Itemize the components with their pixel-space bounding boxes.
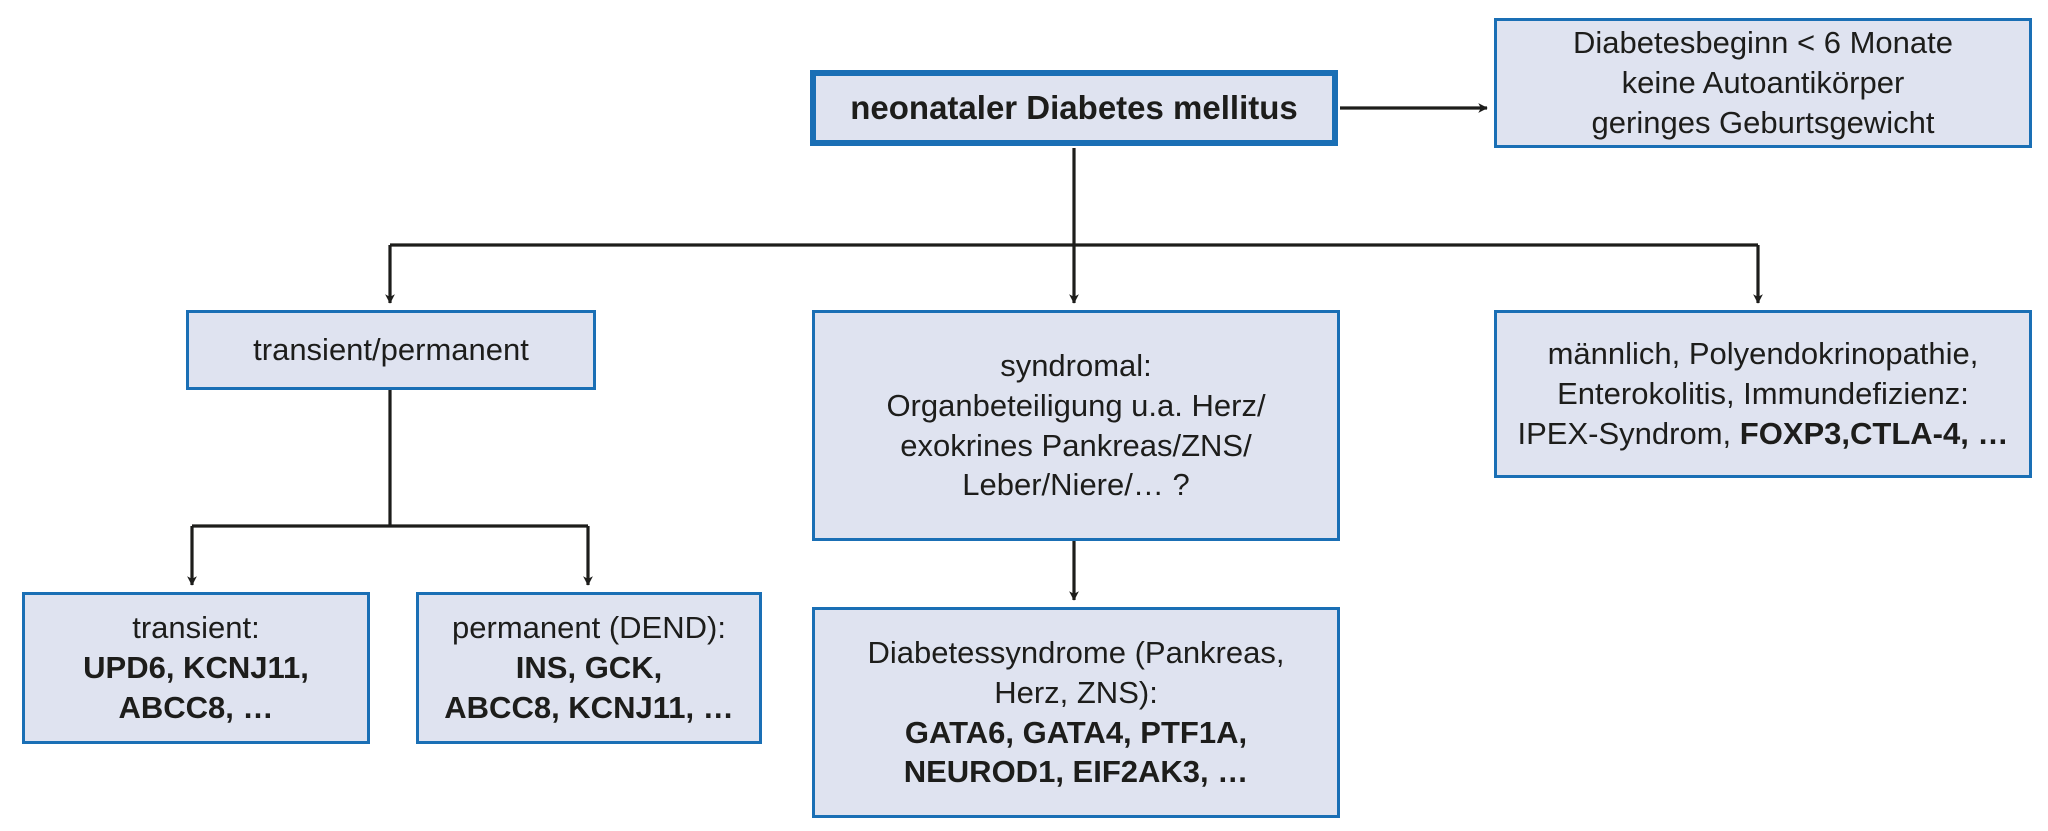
node-line: ABCC8, … [118, 689, 274, 725]
node-neonataler-diabetes-mellitus[interactable]: neonataler Diabetes mellitus [810, 70, 1338, 146]
node-line: transient: [132, 610, 260, 646]
node-line: Organbeteiligung u.a. Herz/ [886, 387, 1266, 423]
node-line: Enterokolitis, Immundefizienz: [1557, 376, 1969, 412]
node-ipex-syndrom[interactable]: männlich, Polyendokrinopathie, Enterokol… [1494, 310, 2032, 478]
node-diagnosekriterien[interactable]: Diabetesbeginn < 6 Monate keine Autoanti… [1494, 18, 2032, 148]
node-line-genes: FOXP3,CTLA-4, … [1739, 415, 2009, 451]
node-line: NEUROD1, EIF2AK3, … [903, 754, 1249, 790]
node-line: Herz, ZNS): [994, 674, 1158, 710]
node-transient-permanent[interactable]: transient/permanent [186, 310, 596, 390]
node-text-block: Diabetesbeginn < 6 Monate keine Autoanti… [1497, 23, 2029, 142]
node-line: exokrines Pankreas/ZNS/ [900, 427, 1252, 463]
node-line: ABCC8, KCNJ11, … [444, 689, 734, 725]
node-text-block: männlich, Polyendokrinopathie, Enterokol… [1497, 334, 2029, 453]
node-syndromal[interactable]: syndromal: Organbeteiligung u.a. Herz/ e… [812, 310, 1340, 541]
node-text-block: Diabetessyndrome (Pankreas, Herz, ZNS): … [815, 633, 1337, 792]
node-diabetessyndrome-gene[interactable]: Diabetessyndrome (Pankreas, Herz, ZNS): … [812, 607, 1340, 818]
node-line: keine Autoantikörper [1621, 65, 1905, 101]
node-line: GATA6, GATA4, PTF1A, [904, 714, 1248, 750]
node-transient-gene[interactable]: transient: UPD6, KCNJ11, ABCC8, … [22, 592, 370, 744]
node-line: transient/permanent [253, 332, 529, 368]
node-line: syndromal: [1000, 348, 1152, 384]
node-line: Leber/Niere/… ? [962, 467, 1190, 503]
node-text-block: neonataler Diabetes mellitus [816, 87, 1332, 129]
node-line: INS, GCK, [515, 650, 663, 686]
node-line: männlich, Polyendokrinopathie, [1547, 336, 1979, 372]
node-line-plain: IPEX-Syndrom, [1517, 415, 1740, 451]
node-line: Diabetessyndrome (Pankreas, [867, 635, 1285, 671]
node-line: Diabetesbeginn < 6 Monate [1572, 25, 1954, 61]
node-permanent-dend-gene[interactable]: permanent (DEND): INS, GCK, ABCC8, KCNJ1… [416, 592, 762, 744]
node-line: IPEX-Syndrom, FOXP3,CTLA-4, … [1507, 414, 2019, 454]
node-line: geringes Geburtsgewicht [1591, 104, 1935, 140]
node-line: UPD6, KCNJ11, [83, 650, 309, 686]
node-text-block: transient: UPD6, KCNJ11, ABCC8, … [25, 608, 367, 727]
node-line: permanent (DEND): [452, 610, 726, 646]
node-line: neonataler Diabetes mellitus [850, 88, 1298, 126]
node-text-block: syndromal: Organbeteiligung u.a. Herz/ e… [815, 346, 1337, 505]
node-text-block: transient/permanent [189, 330, 593, 370]
node-text-block: permanent (DEND): INS, GCK, ABCC8, KCNJ1… [419, 608, 759, 727]
